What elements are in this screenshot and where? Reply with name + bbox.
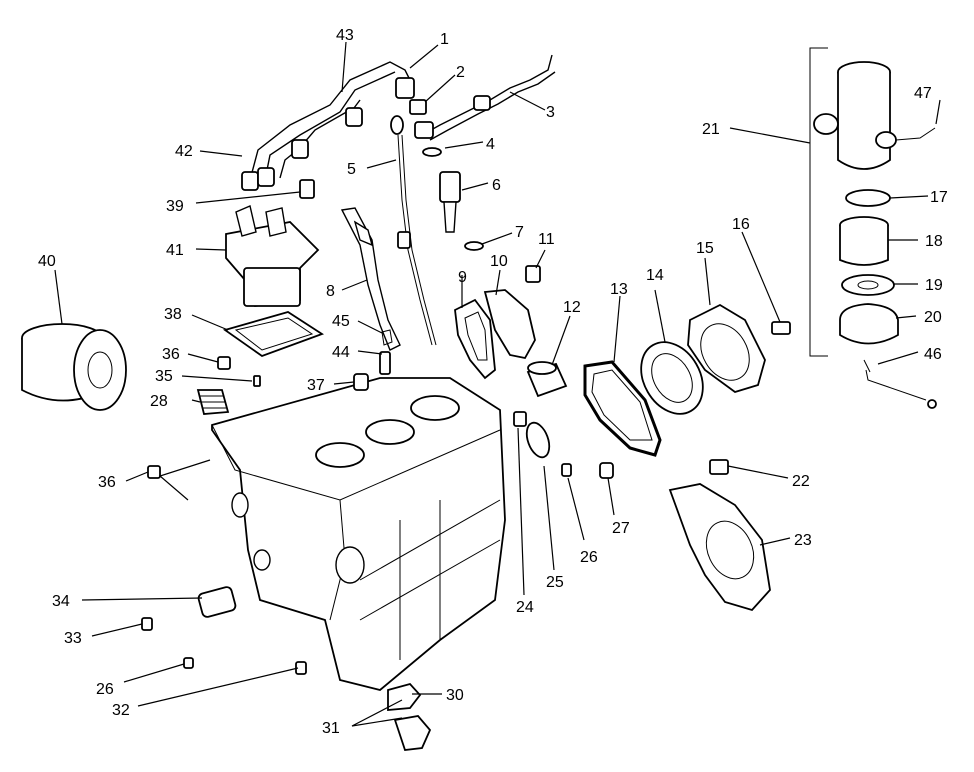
injector-parts xyxy=(422,147,484,251)
callout-10: 10 xyxy=(490,253,508,270)
injection-pump-parts xyxy=(222,179,325,358)
rear-housing-parts xyxy=(583,303,791,457)
callout-23: 23 xyxy=(794,532,812,549)
injection-pipes xyxy=(241,54,556,191)
callout-27: 27 xyxy=(612,520,630,537)
callout-38: 38 xyxy=(164,306,182,323)
callout-42: 42 xyxy=(175,143,193,160)
callout-12: 12 xyxy=(563,299,581,316)
callout-3: 3 xyxy=(546,104,555,121)
callout-25: 25 xyxy=(546,574,564,591)
plug-parts xyxy=(513,411,614,479)
callout-16: 16 xyxy=(732,216,750,233)
callout-45: 45 xyxy=(332,313,350,330)
callout-15: 15 xyxy=(696,240,714,257)
callout-9: 9 xyxy=(458,269,467,286)
callout-21: 21 xyxy=(702,121,720,138)
callout-41: 41 xyxy=(166,242,184,259)
callout-39: 39 xyxy=(166,198,184,215)
callout-30: 30 xyxy=(446,687,464,704)
callout-32: 32 xyxy=(112,702,130,719)
callout-6: 6 xyxy=(492,177,501,194)
part-number-labels: 1 2 3 4 5 6 7 8 9 10 11 12 13 14 15 16 1… xyxy=(38,27,948,737)
callout-26-lower: 26 xyxy=(96,681,114,698)
callout-4: 4 xyxy=(486,136,495,153)
callout-36-lower: 36 xyxy=(98,474,116,491)
callout-18: 18 xyxy=(925,233,943,250)
leader-lines xyxy=(54,41,941,727)
callout-11: 11 xyxy=(538,231,555,248)
callout-40: 40 xyxy=(38,253,56,270)
callout-33: 33 xyxy=(64,630,82,647)
callout-37: 37 xyxy=(307,377,325,394)
callout-47: 47 xyxy=(914,85,932,102)
callout-5: 5 xyxy=(347,161,356,178)
fuel-pump-parts xyxy=(809,47,937,409)
callout-13: 13 xyxy=(610,281,628,298)
callout-26-upper: 26 xyxy=(580,549,598,566)
callout-43: 43 xyxy=(336,27,354,44)
cover-parts xyxy=(454,265,568,398)
callout-31: 31 xyxy=(322,720,340,737)
callout-7: 7 xyxy=(515,224,524,241)
callout-1: 1 xyxy=(440,31,449,48)
callout-14: 14 xyxy=(646,267,664,284)
callout-8: 8 xyxy=(326,283,335,300)
callout-34: 34 xyxy=(52,593,70,610)
callout-17: 17 xyxy=(930,189,948,206)
cylinder-block xyxy=(211,377,506,691)
callout-20: 20 xyxy=(924,309,942,326)
dipstick-parts xyxy=(340,115,437,351)
callout-22: 22 xyxy=(792,473,810,490)
misc-small-parts xyxy=(141,329,432,751)
callout-44: 44 xyxy=(332,344,350,361)
callout-36-upper: 36 xyxy=(162,346,180,363)
callout-19: 19 xyxy=(925,277,943,294)
callout-35: 35 xyxy=(155,368,173,385)
callout-46: 46 xyxy=(924,346,942,363)
oil-filter xyxy=(21,323,127,411)
callout-24: 24 xyxy=(516,599,534,616)
plate-parts xyxy=(668,459,771,612)
callout-28: 28 xyxy=(150,393,168,410)
callout-2: 2 xyxy=(456,64,465,81)
